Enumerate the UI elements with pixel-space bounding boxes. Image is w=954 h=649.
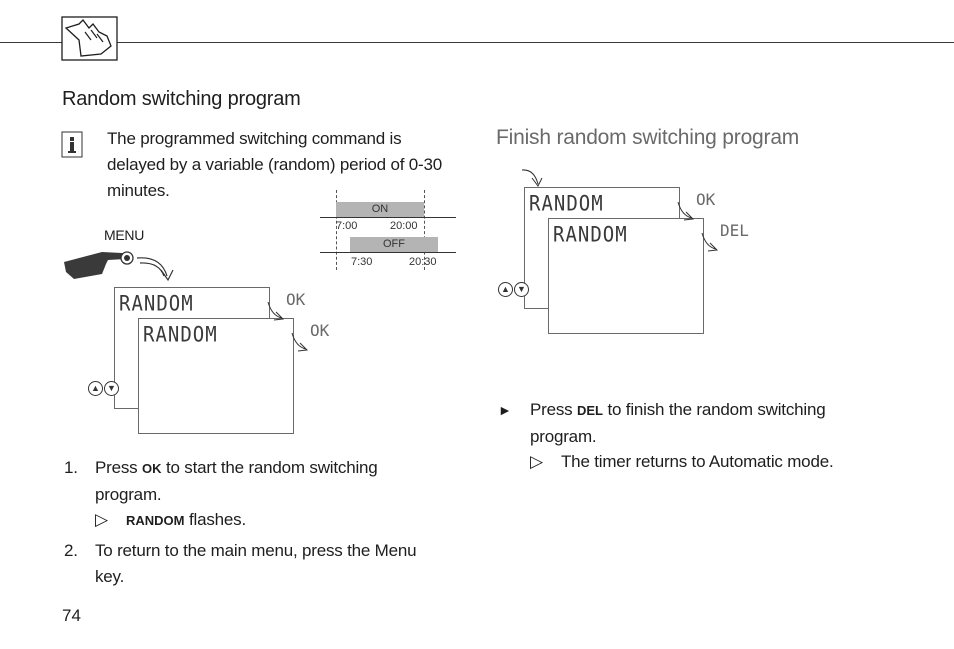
step-1-number: 1. — [64, 458, 78, 477]
info-text: The programmed switching command is dela… — [107, 129, 442, 200]
lcd-front-finish-text: RANDOM — [553, 223, 628, 248]
timeline-off-start: 7:30 — [351, 256, 373, 268]
step-1-text: Press OK to start the random switching p… — [95, 455, 445, 508]
up-button-icon[interactable]: ▲ — [498, 282, 513, 297]
step-finish-post: to finish the random switching program. — [530, 400, 826, 446]
down-button-icon[interactable]: ▼ — [514, 282, 529, 297]
curved-arrow-icon — [677, 201, 695, 221]
step-2-number: 2. — [64, 541, 78, 560]
ok-label-1: OK — [286, 290, 306, 309]
menu-label: MENU — [104, 227, 145, 243]
finger-press-icon — [64, 251, 134, 279]
arrow-down-icon — [521, 169, 543, 187]
timeline-on-end: 20:00 — [390, 220, 418, 232]
lcd-front-text: RANDOM — [143, 323, 218, 348]
step-1-result-text: flashes. — [184, 510, 247, 529]
ok-label-finish: OK — [696, 190, 716, 209]
lcd-back-text: RANDOM — [119, 292, 194, 317]
section-title-finish: Finish random switching program — [496, 126, 800, 149]
lcd-front: RANDOM — [138, 318, 294, 434]
timeline-on-start: 7:00 — [336, 220, 358, 232]
page-number: 74 — [62, 606, 81, 625]
timeline-dash-right — [424, 190, 425, 270]
arrow-down-icon — [136, 257, 174, 282]
curved-arrow-icon — [291, 332, 309, 352]
timeline-off-bar: OFF — [350, 237, 438, 252]
info-icon — [61, 131, 83, 158]
step-2-text: To return to the main menu, press the Me… — [95, 541, 417, 586]
step-finish-text: Press DEL to finish the random switching… — [530, 397, 880, 450]
hand-pointing-icon — [61, 16, 118, 61]
step-finish-key: DEL — [576, 403, 603, 418]
down-button-icon[interactable]: ▼ — [104, 381, 119, 396]
lcd-back-finish-text: RANDOM — [529, 192, 604, 217]
timeline-off-axis — [320, 252, 456, 253]
up-button-icon[interactable]: ▲ — [88, 381, 103, 396]
step-finish-result-marker: ▷ — [530, 452, 543, 471]
step-1-post: to start the random switching program. — [95, 458, 378, 504]
section-title: Random switching program — [62, 88, 301, 110]
timeline-off-end: 20:30 — [409, 256, 437, 268]
step-1-result-key: RANDOM — [126, 513, 185, 528]
lcd-front-finish: RANDOM — [548, 218, 704, 334]
step-1-result-marker: ▷ — [95, 510, 108, 529]
step-1-result: RANDOM flashes. — [126, 507, 246, 534]
step-finish-marker: ► — [498, 402, 512, 418]
step-1-key: OK — [141, 461, 162, 476]
del-label: DEL — [720, 221, 749, 240]
timeline-on-axis — [320, 217, 456, 218]
step-finish-pre: Press — [530, 400, 577, 419]
ok-label-2: OK — [310, 321, 330, 340]
header-rule — [0, 42, 954, 43]
step-finish-result: The timer returns to Automatic mode. — [561, 452, 834, 471]
curved-arrow-icon — [701, 232, 719, 252]
timeline-on-bar: ON — [336, 202, 424, 217]
timeline-dash-left — [336, 190, 337, 270]
curved-arrow-icon — [267, 301, 285, 321]
step-1-pre: Press — [95, 458, 142, 477]
